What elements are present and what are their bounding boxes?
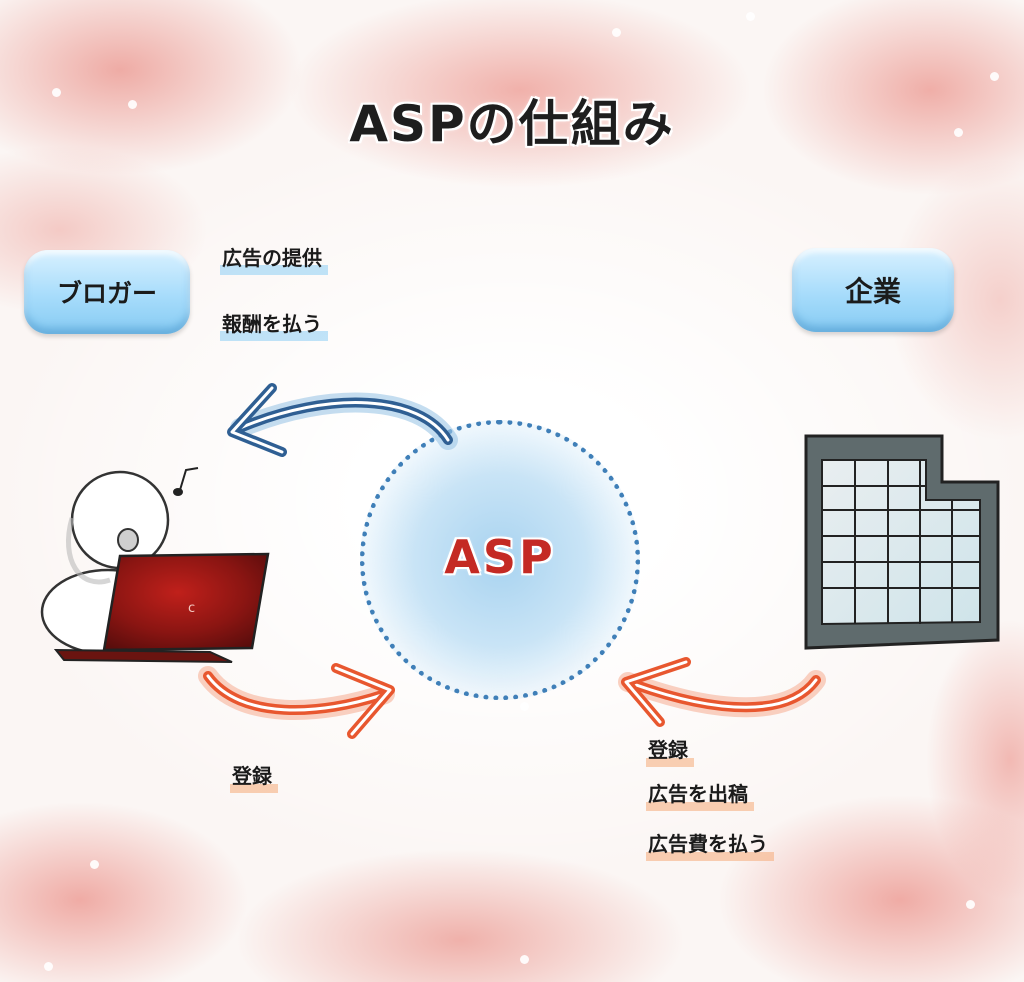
sparkle [954,128,963,137]
sparkle [52,88,61,97]
blogger-label: ブロガー [56,279,157,308]
blue-arrow-asp-to-blogger [227,383,458,457]
person-at-laptop-icon: c [40,470,270,663]
sparkle [128,100,137,109]
music-note-icon [173,467,199,496]
building-icon [804,434,1000,650]
asp-label: ASP [444,530,556,584]
diagram-title: ASPの仕組み [349,95,675,153]
asp-circle [360,420,640,700]
blogger-node: ブロガー [24,250,190,334]
flow-label-pay-ad-fee: 広告費を払う [646,828,774,861]
flow-label-company-register: 登録 [646,734,694,767]
sparkle [990,72,999,81]
sparkle [520,702,529,711]
company-node: 企業 [792,248,954,332]
orange-arrow-company-to-asp [618,657,826,727]
sparkle [90,860,99,869]
orange-arrow-blogger-to-asp [198,663,395,739]
sparkle [520,955,529,964]
flow-label-blogger-register: 登録 [230,760,278,793]
sparkle [746,12,755,21]
sparkle [966,900,975,909]
sparkle [612,28,621,37]
flow-label-ad-provision: 広告の提供 [220,242,328,275]
flow-label-pay-reward: 報酬を払う [220,308,328,341]
svg-text:c: c [188,601,195,616]
company-label: 企業 [844,275,901,308]
flow-label-place-ad: 広告を出稿 [646,778,754,811]
sparkle [44,962,53,971]
